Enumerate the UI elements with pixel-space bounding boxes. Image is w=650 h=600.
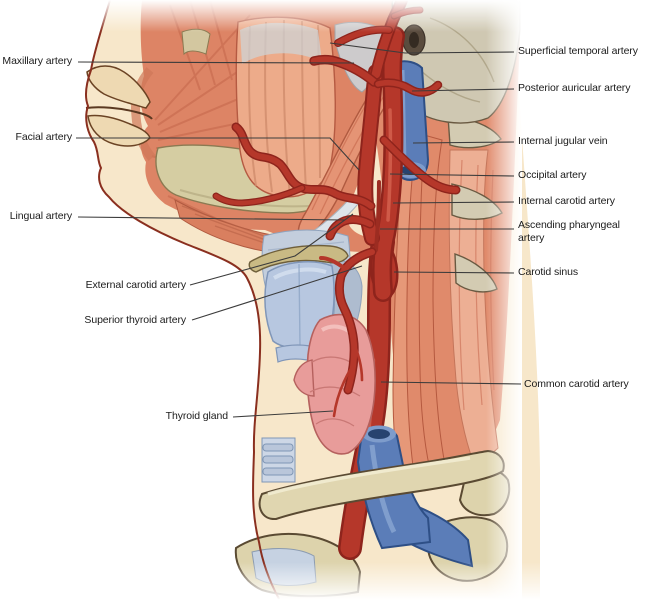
leader-common-carotid-artery — [380, 381, 522, 385]
leader-lingual-artery — [77, 216, 346, 221]
orbicularis-oris-muscle — [131, 67, 156, 161]
bottom-fade — [0, 562, 650, 600]
label-carotid-sinus: Carotid sinus — [518, 266, 578, 278]
ascending-pharyngeal-artery-shape — [374, 180, 381, 252]
label-external-carotid-artery: External carotid artery — [85, 279, 187, 291]
leader-maxillary-artery — [77, 61, 355, 64]
leader-occipital-artery — [389, 173, 515, 177]
leader-carotid-sinus — [393, 271, 515, 274]
label-internal-jugular-vein: Internal jugular vein — [518, 135, 608, 147]
top-fade — [0, 0, 650, 32]
label-thyroid-gland: Thyroid gland — [165, 410, 228, 422]
zygomatic-bone — [181, 28, 211, 56]
leader-external-carotid-artery — [189, 213, 354, 286]
leader-thyroid-gland — [232, 410, 334, 418]
label-facial-artery: Facial artery — [15, 131, 73, 143]
leader-posterior-auricular-artery — [411, 88, 515, 92]
label-common-carotid-artery: Common carotid artery — [524, 378, 629, 390]
label-ascending-pharyngeal-artery: Ascending pharyngeal artery — [518, 219, 620, 244]
leader-superficial-temporal-artery — [329, 42, 515, 54]
right-fade — [486, 0, 522, 600]
skin-outline — [84, 0, 280, 600]
trachea — [261, 437, 296, 483]
leader-internal-carotid-artery — [392, 201, 515, 204]
hyoid-bone — [248, 244, 349, 273]
label-posterior-auricular-artery: Posterior auricular artery — [518, 82, 631, 94]
carotid-arteries — [212, 0, 461, 560]
leader-lines — [76, 42, 522, 418]
label-internal-carotid-artery: Internal carotid artery — [518, 195, 615, 207]
label-maxillary-artery: Maxillary artery — [2, 55, 72, 67]
leader-superior-thyroid-artery — [191, 265, 363, 321]
label-lingual-artery: Lingual artery — [9, 210, 72, 222]
masseter-tendon — [240, 22, 322, 65]
superior-thyroid-artery-shape — [319, 247, 377, 418]
leader-facial-artery — [76, 137, 360, 171]
leader-internal-jugular-vein — [412, 141, 515, 144]
label-superficial-temporal-artery: Superficial temporal artery — [518, 45, 638, 57]
label-occipital-artery: Occipital artery — [518, 169, 587, 181]
label-superior-thyroid-artery: Superior thyroid artery — [84, 314, 186, 326]
